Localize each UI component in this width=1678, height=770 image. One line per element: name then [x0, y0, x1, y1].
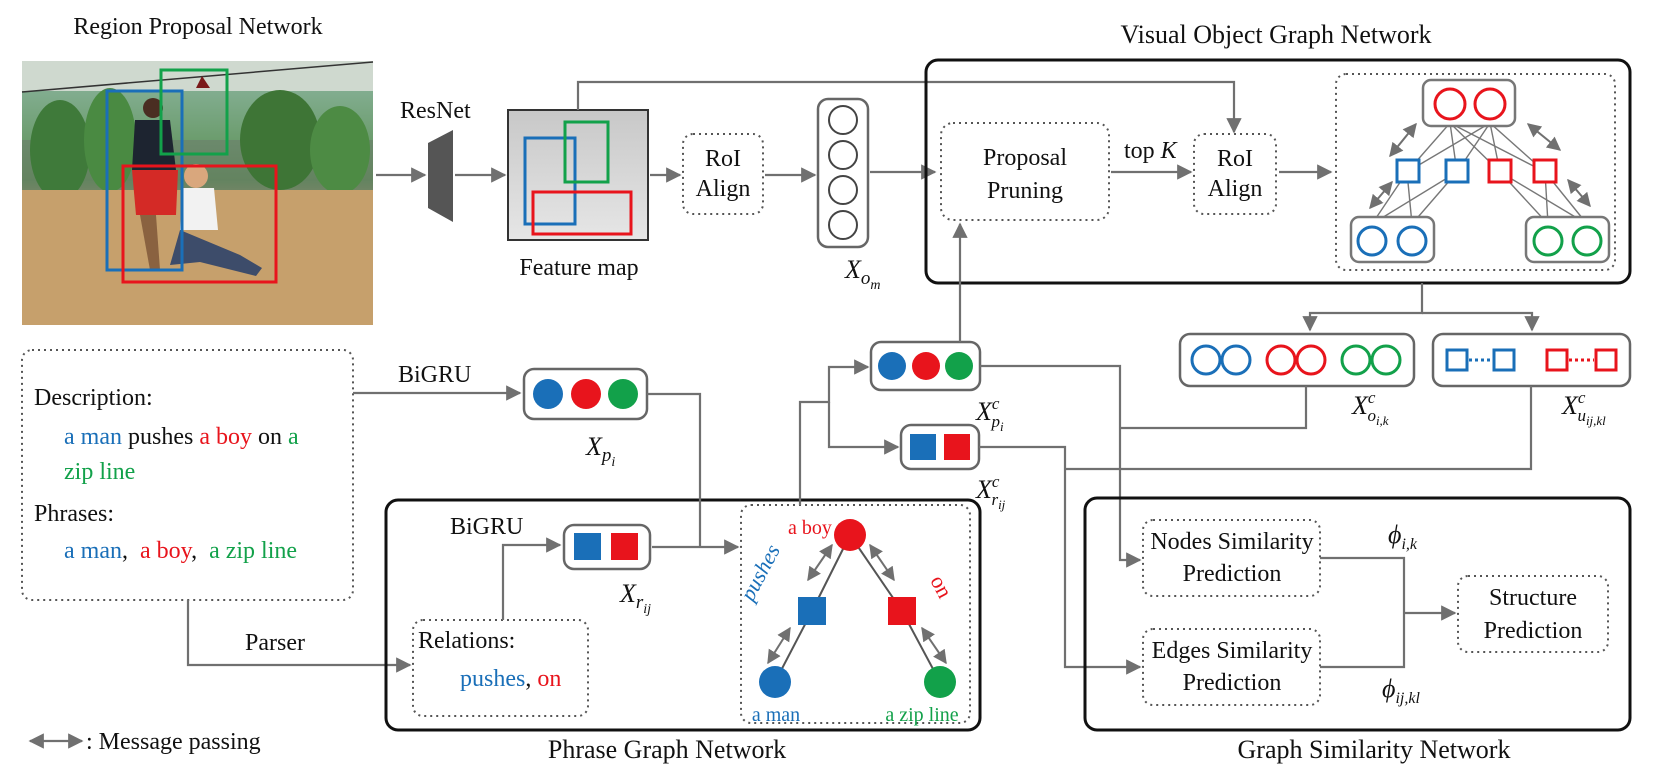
phrases-list: a man, a boy, a zip line [34, 538, 315, 564]
relations-heading: Relations: [418, 628, 515, 654]
roi-align-1 [682, 133, 764, 215]
desc-span: zip line [64, 459, 135, 485]
visual-graph-edges [1371, 122, 1588, 225]
structure-prediction-line2: Prediction [1484, 618, 1583, 644]
bigru-2-label: BiGRU [450, 514, 523, 540]
visual-node-red-2 [1473, 87, 1507, 121]
resnet-label: ResNet [400, 98, 471, 124]
visual-node-red-1 [1433, 87, 1467, 121]
proposal-box-blue [105, 89, 184, 272]
phrase-span: a zip line [209, 538, 297, 564]
feature-map-label: Feature map [519, 255, 638, 281]
phrase-node-man [759, 666, 791, 698]
phrase-span: a man [64, 538, 122, 564]
visual-edge-red-1 [1487, 158, 1513, 184]
resnet-block [428, 130, 453, 222]
gsn-container [1083, 496, 1632, 732]
desc-span: a boy [199, 424, 252, 450]
parser-label: Parser [245, 630, 305, 656]
proposal-pruning-line1: Proposal [983, 145, 1067, 171]
pgn-container [384, 498, 982, 732]
proposal-box-green [159, 68, 229, 156]
phrase-node-man-label: a man [752, 704, 800, 726]
proposal-pruning [940, 122, 1110, 221]
rpn-title: Region Proposal Network [73, 14, 322, 40]
roi-align-1-line2: Align [696, 176, 751, 202]
nodes-similarity-box [1142, 519, 1321, 597]
visual-node-green-2 [1571, 225, 1603, 257]
phrase-edge-on [888, 597, 916, 625]
phi-ik-label: ϕi,k [1388, 520, 1418, 553]
input-photo [21, 61, 374, 325]
visual-node-blue-2 [1396, 225, 1428, 257]
phrase-span: , [122, 538, 140, 564]
relation-span: pushes [460, 666, 525, 692]
desc-span: a man [64, 424, 122, 450]
visual-node-green-1 [1532, 225, 1564, 257]
feature-map [507, 109, 649, 241]
x-om-label: Xom [844, 255, 881, 293]
message-passing-legend: : Message passing [86, 729, 261, 755]
structure-prediction-box [1457, 575, 1609, 653]
roi-align-2-line2: Align [1208, 176, 1263, 202]
description-line2: zip line [34, 459, 153, 485]
proposal-box-red [121, 164, 278, 284]
relations-box [412, 619, 589, 717]
visual-node-blue-1 [1356, 225, 1388, 257]
x-rij-label: Xrij [619, 579, 651, 617]
desc-span: a [288, 424, 299, 450]
edges-similarity-box [1142, 628, 1321, 706]
relation-span: , [525, 666, 537, 692]
structure-prediction-line1: Structure [1489, 585, 1577, 611]
vogn-container [924, 58, 1632, 285]
phrases-heading: Phrases: [34, 501, 114, 527]
phi-ijkl-label: ϕij,kl [1382, 674, 1420, 707]
vogn-title: Visual Object Graph Network [1120, 20, 1431, 49]
visual-edge-blue-1 [1395, 158, 1421, 184]
relation-span: on [537, 666, 561, 692]
description-heading: Description: [34, 385, 153, 411]
phrase-node-zipline [924, 666, 956, 698]
phrase-graph [740, 504, 971, 724]
roi-align-2 [1193, 133, 1277, 215]
nodes-similarity-line2: Prediction [1183, 561, 1282, 587]
description-line1: a man pushes a boy on a [34, 424, 317, 450]
edges-similarity-line2: Prediction [1183, 670, 1282, 696]
phrase-node-zipline-label: a zip line [885, 704, 958, 726]
desc-span: pushes [122, 424, 199, 450]
visual-edge-blue-2 [1444, 158, 1470, 184]
pgn-title: Phrase Graph Network [548, 735, 786, 764]
relations-list: pushes, on [430, 666, 579, 692]
phrase-node-boy [834, 519, 866, 551]
nodes-similarity-line1: Nodes Similarity [1150, 529, 1313, 555]
phrase-span: , [191, 538, 209, 564]
phrase-span: a boy [140, 538, 193, 564]
proposal-pruning-line2: Pruning [987, 178, 1063, 204]
desc-span: on [252, 424, 288, 450]
x-pi-label: Xpi [585, 432, 615, 470]
roi-align-1-line1: RoI [705, 146, 741, 172]
gsn-title: Graph Similarity Network [1238, 735, 1511, 764]
phrase-node-boy-label: a boy [788, 517, 832, 539]
bigru-1-label: BiGRU [398, 362, 471, 388]
topk-label: top K [1124, 138, 1179, 164]
x-om-vector [816, 97, 870, 249]
phrase-edge-pushes [798, 597, 826, 625]
edges-similarity-line1: Edges Similarity [1152, 638, 1313, 664]
visual-edge-red-2 [1532, 158, 1558, 184]
roi-align-2-line1: RoI [1217, 146, 1253, 172]
